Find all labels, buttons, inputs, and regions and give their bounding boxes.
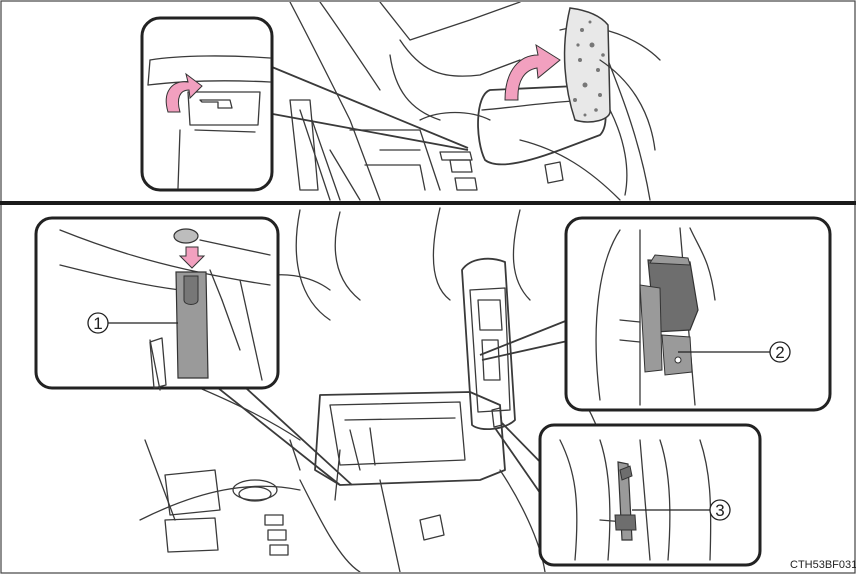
bottom-front-controls xyxy=(145,440,444,555)
panel-divider xyxy=(0,201,856,205)
callout-3-label: 3 xyxy=(715,501,724,520)
sensor-cap xyxy=(174,229,198,243)
detail-clip-rail: 3 xyxy=(540,425,760,565)
figure-code: CTH53BF031 xyxy=(790,559,856,571)
callout-2-label: 2 xyxy=(775,343,784,362)
top-armrest-lid xyxy=(478,8,655,195)
detail-sensor-slot: 1 xyxy=(36,218,278,390)
top-detail-lid-latch xyxy=(142,18,272,190)
callout-1-label: 1 xyxy=(93,314,102,333)
detail-module-bracket: 2 xyxy=(566,218,830,410)
bottom-panel: 1 2 xyxy=(36,208,830,572)
top-panel xyxy=(142,2,660,200)
top-lift-arrow xyxy=(505,45,560,100)
